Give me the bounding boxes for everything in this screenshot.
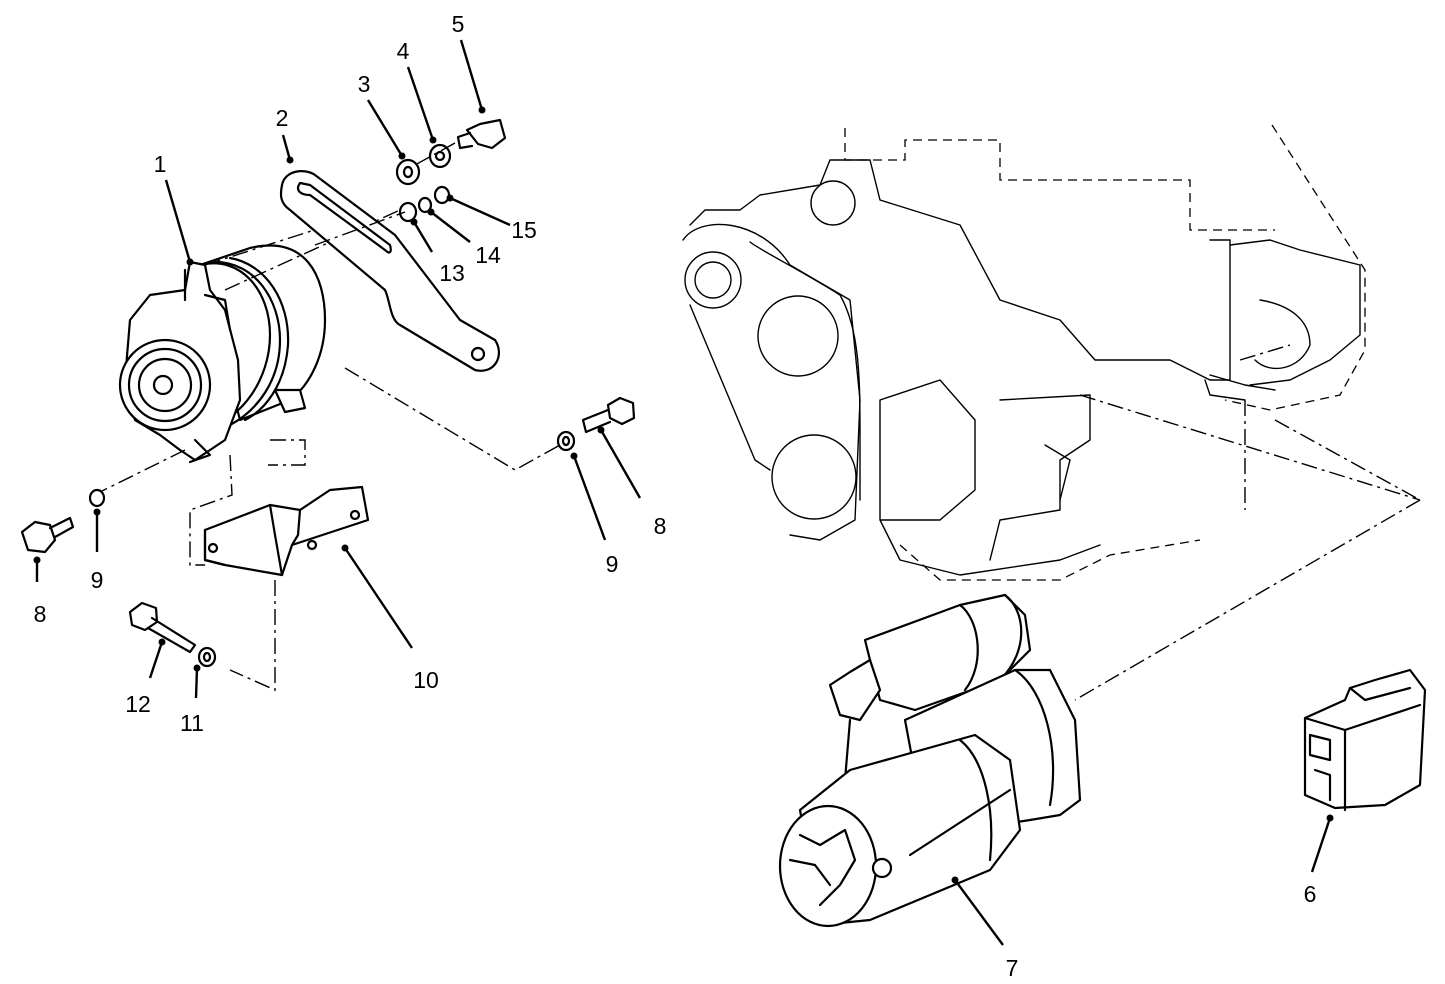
callout-12: 12 (125, 691, 151, 717)
callout-8-right: 8 (654, 513, 667, 539)
callout-9-right: 9 (606, 551, 619, 577)
alternator (99, 209, 561, 493)
leader-lines (35, 39, 1332, 946)
callout-14: 14 (475, 242, 501, 268)
callout-8-left: 8 (34, 601, 47, 627)
starter-motor (778, 593, 1082, 928)
bolt-left (20, 488, 106, 554)
relay-module (1303, 668, 1427, 812)
callout-2: 2 (276, 105, 289, 131)
callout-4: 4 (397, 38, 410, 64)
callout-labels: 1 2 3 4 5 13 14 15 8 9 9 8 10 12 11 7 6 (34, 11, 1317, 981)
bracket-hardware (314, 118, 507, 246)
leader-dots (33, 106, 1334, 884)
callout-7: 7 (1006, 955, 1019, 981)
callout-3: 3 (358, 71, 371, 97)
bolt-lower (128, 601, 217, 668)
mounting-bracket (189, 439, 370, 692)
callout-6: 6 (1304, 881, 1317, 907)
callout-15: 15 (511, 217, 537, 243)
callout-9-left: 9 (91, 567, 104, 593)
bolt-right (556, 396, 636, 452)
adjusting-bracket (279, 170, 501, 372)
engine-block (682, 124, 1421, 701)
callout-13: 13 (439, 260, 465, 286)
callout-10: 10 (413, 667, 439, 693)
callout-5: 5 (452, 11, 465, 37)
callout-1: 1 (154, 151, 167, 177)
callout-11: 11 (180, 710, 204, 736)
